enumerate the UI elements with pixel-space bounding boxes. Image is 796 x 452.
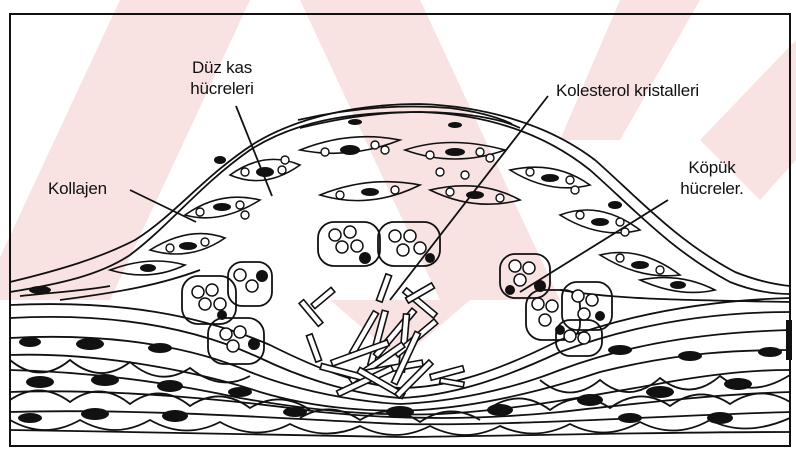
foam-cells-label: Köpük hücreler.	[664, 157, 760, 199]
cholesterol-crystals-label: Kolesterol kristalleri	[556, 80, 699, 101]
smooth-muscle-label-line2: hücreleri	[172, 78, 272, 99]
smooth-muscle-label-line1: Düz kas	[172, 57, 272, 78]
foam-cells-label-line1: Köpük	[664, 157, 760, 178]
foam-cells-label-line2: hücreler.	[664, 178, 760, 199]
smooth-muscle-label: Düz kas hücreleri	[172, 57, 272, 99]
collagen-label: Kollajen	[48, 178, 107, 199]
right-edge-mark	[786, 320, 792, 360]
